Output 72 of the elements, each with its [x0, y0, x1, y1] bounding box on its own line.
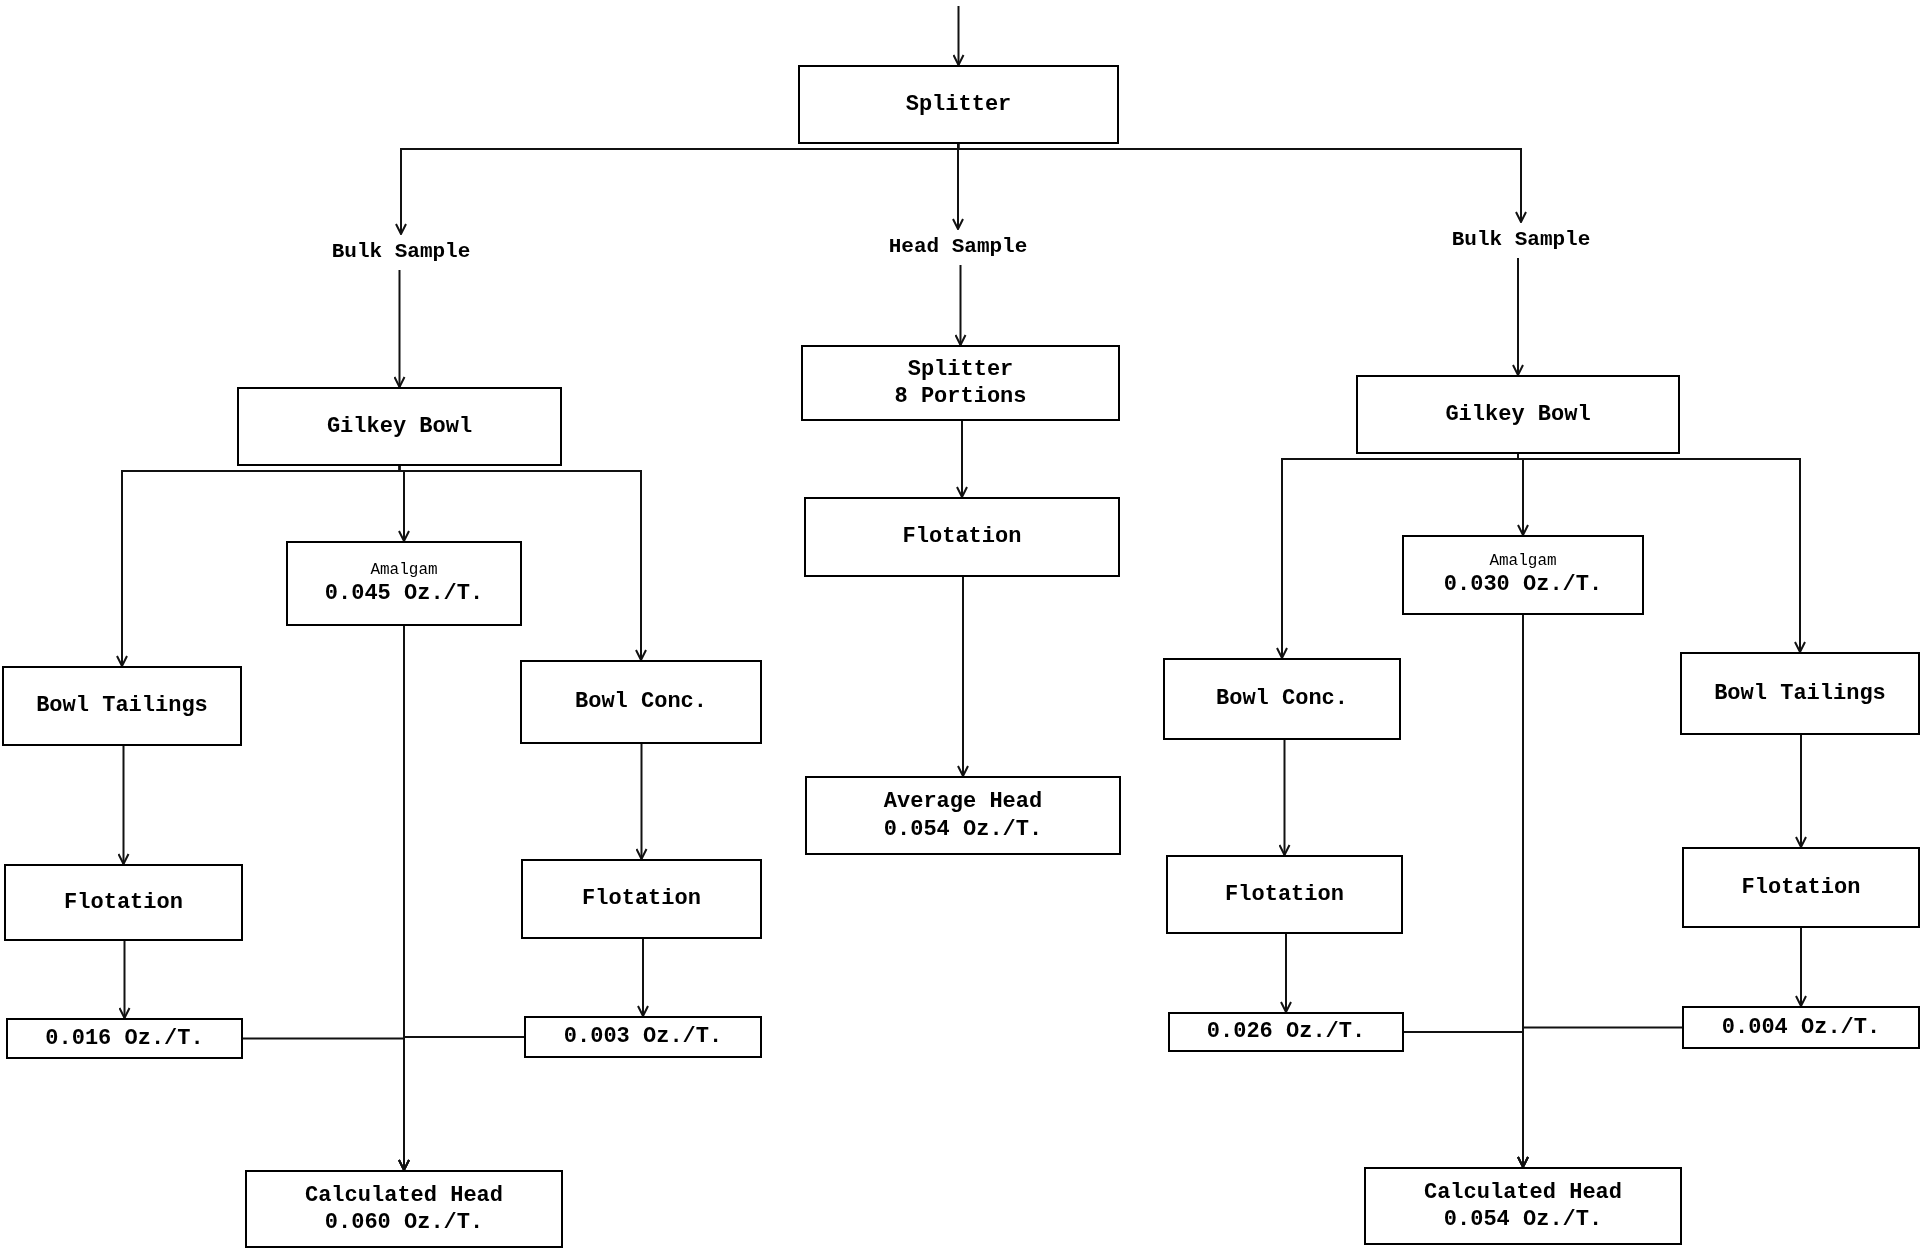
process-box	[1168, 1012, 1404, 1052]
arrow	[117, 745, 130, 865]
arrow	[954, 264, 967, 346]
arrow	[1795, 734, 1807, 848]
process-box	[1680, 652, 1920, 735]
box-heading: Splitter	[907, 355, 1014, 383]
process-box	[237, 387, 562, 466]
process-box	[1163, 658, 1401, 740]
process-box	[4, 864, 243, 941]
box-text: Flotation	[582, 885, 701, 913]
box-text: 0.054 Oz./T.	[883, 815, 1043, 843]
arrow	[952, 143, 964, 230]
arrow	[1280, 933, 1292, 1013]
arrow	[393, 269, 406, 388]
arrow	[952, 5, 965, 66]
box-text: 0.045 Oz./T.	[324, 579, 484, 608]
box-heading: Calculated Head	[304, 1181, 503, 1209]
box-heading: Average Head	[883, 788, 1043, 816]
box-text: 0.003 Oz./T.	[563, 1023, 723, 1051]
process-box	[804, 497, 1120, 577]
box-text: Splitter	[905, 90, 1012, 119]
process-box	[1166, 855, 1403, 934]
box-text: 0.016 Oz./T.	[45, 1024, 204, 1053]
process-box	[524, 1016, 762, 1058]
box-text: Bowl Tailings	[1714, 679, 1886, 708]
process-box	[521, 859, 762, 939]
process-box	[1356, 375, 1680, 454]
process-box	[245, 1170, 563, 1248]
box-text: Gilkey Bowl	[326, 412, 473, 441]
box-text: Flotation	[1741, 873, 1861, 902]
process-box	[286, 541, 522, 626]
process-box	[1682, 1006, 1920, 1049]
box-text: 0.054 Oz./T.	[1443, 1206, 1603, 1234]
arrow	[1795, 927, 1807, 1007]
step-label: Bulk Sample	[331, 238, 471, 265]
process-box	[1402, 535, 1644, 615]
arrow	[1278, 739, 1291, 856]
process-box	[805, 776, 1121, 855]
box-text: Flotation	[64, 888, 183, 917]
arrow	[957, 143, 1527, 223]
box-text: Gilkey Bowl	[1445, 400, 1591, 429]
arrow	[956, 420, 968, 498]
arrow	[398, 1036, 525, 1171]
process-box	[801, 345, 1120, 421]
box-text: Bowl Tailings	[36, 692, 208, 720]
box-text: 0.004 Oz./T.	[1721, 1013, 1881, 1042]
arrow	[637, 938, 649, 1017]
box-heading: Amalgam	[370, 559, 438, 580]
arrow	[957, 576, 969, 777]
arrow	[398, 465, 647, 661]
box-text: Bowl Conc.	[575, 688, 707, 716]
box-text: Flotation	[902, 523, 1022, 551]
box-text: 0.026 Oz./T.	[1206, 1018, 1366, 1046]
arrow	[118, 940, 131, 1019]
box-text: 0.060 Oz./T.	[324, 1209, 484, 1237]
process-box	[798, 65, 1119, 144]
arrow	[635, 743, 648, 860]
process-box	[2, 666, 242, 746]
process-box	[6, 1018, 243, 1059]
process-box	[1364, 1167, 1682, 1245]
step-label: Bulk Sample	[1451, 226, 1591, 253]
step-label: Head Sample	[888, 233, 1028, 260]
box-text: Flotation	[1225, 880, 1344, 909]
box-heading: Amalgam	[1489, 551, 1557, 572]
box-heading: Calculated Head	[1423, 1178, 1622, 1206]
arrow	[1517, 1026, 1683, 1168]
box-text: 8 Portions	[894, 383, 1027, 411]
process-box	[520, 660, 762, 744]
box-text: 0.030 Oz./T.	[1443, 571, 1603, 599]
process-box	[1682, 847, 1920, 928]
box-text: Bowl Conc.	[1216, 685, 1348, 713]
arrow	[1512, 257, 1524, 376]
